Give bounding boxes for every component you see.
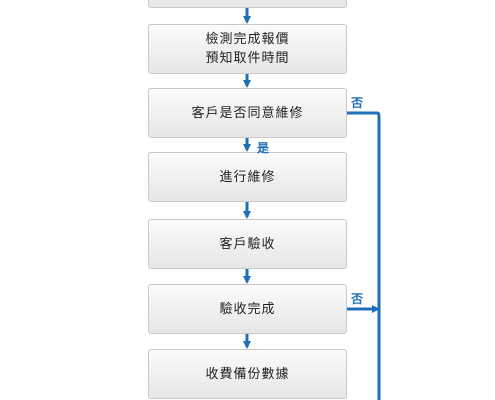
step-label: 進行維修 (219, 169, 276, 185)
decision-box-acceptance-complete: 驗收完成 (148, 284, 347, 334)
step-box-repair: 進行維修 (148, 152, 347, 202)
step-label-line-1: 檢測完成報價 (205, 32, 290, 47)
step-box-top-partial (148, 0, 347, 8)
edge-label-no-2: 否 (351, 292, 364, 306)
step-label: 客戶驗收 (219, 236, 276, 252)
edge-label-no-1: 否 (351, 96, 364, 110)
step-box-billing-backup: 收費備份數據 (148, 349, 347, 399)
step-box-customer-acceptance: 客戶驗收 (148, 219, 347, 269)
decision-box-customer-agree: 客戶是否同意維修 (148, 88, 347, 138)
step-box-quote-complete: 檢測完成報價 預知取件時間 (148, 24, 347, 74)
decision-label: 驗收完成 (219, 301, 276, 317)
no-branch-path-1 (347, 111, 381, 400)
step-label-line-2: 預知取件時間 (205, 51, 290, 66)
decision-label: 客戶是否同意維修 (191, 105, 304, 121)
step-label: 收費備份數據 (205, 366, 290, 382)
edge-label-yes: 是 (257, 141, 270, 155)
